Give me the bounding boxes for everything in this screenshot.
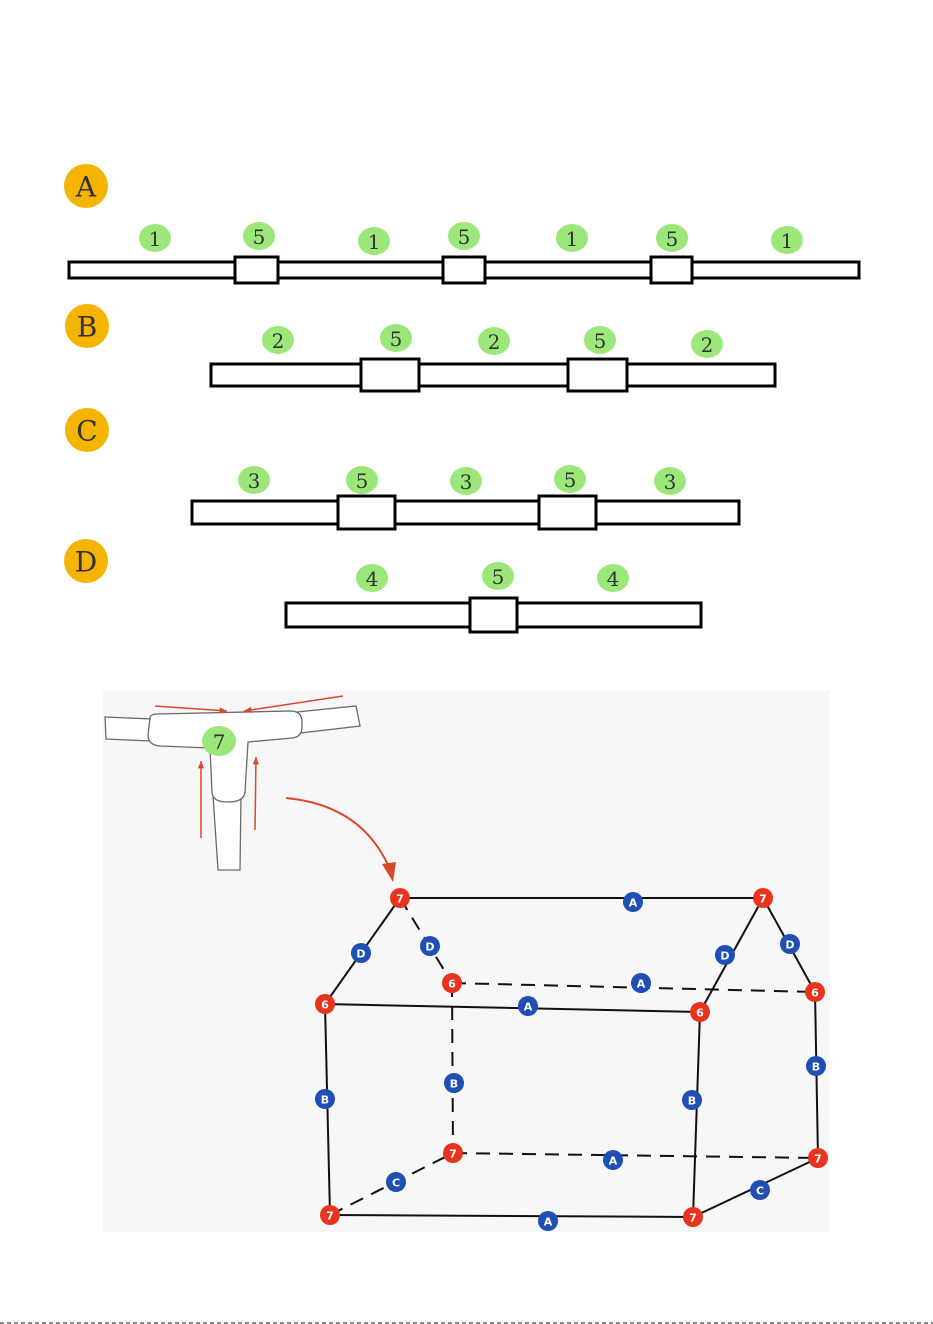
- edge-node-label: A: [544, 1216, 553, 1229]
- edge-node-label: B: [321, 1094, 329, 1107]
- section-letter: B: [77, 311, 98, 344]
- connector-node-label: 7: [689, 1212, 697, 1225]
- section-b: B 2 5 2 5 2: [65, 304, 775, 391]
- edge-node-label: A: [637, 978, 646, 991]
- part-label: 5: [458, 225, 471, 249]
- section-letter: C: [76, 415, 97, 448]
- part-label: 1: [149, 227, 162, 251]
- connector-node-label: 7: [449, 1148, 457, 1161]
- connector-5: [235, 257, 278, 283]
- connector-node-label: 6: [448, 978, 456, 991]
- connector-5: [338, 496, 395, 529]
- part-label: 3: [248, 469, 261, 493]
- edge-node-label: B: [688, 1095, 696, 1108]
- connector-5: [443, 257, 485, 283]
- part-label: 2: [272, 329, 285, 353]
- tube-left: [105, 717, 152, 741]
- part-label: 5: [666, 227, 679, 251]
- edge-node-label: C: [392, 1177, 400, 1190]
- edge-node-label: D: [425, 941, 434, 954]
- part-label: 5: [564, 468, 577, 492]
- tube-down: [213, 795, 241, 870]
- part-label: 2: [701, 333, 714, 357]
- edge-node-label: B: [450, 1078, 458, 1091]
- connector-5: [361, 359, 419, 391]
- part-label: 3: [664, 470, 677, 494]
- connector-node-label: 6: [696, 1007, 704, 1020]
- edge-node-label: B: [812, 1061, 820, 1074]
- edge-node-label: D: [785, 939, 794, 952]
- connector-node-label: 6: [811, 987, 819, 1000]
- connector-5: [651, 257, 692, 283]
- edge-node-label: A: [524, 1001, 533, 1014]
- edge-node-label: D: [720, 950, 729, 963]
- part-label: 5: [492, 565, 505, 589]
- section-a: A 1 5 1 5 1 5 1: [64, 164, 859, 283]
- connector-node-label: 6: [321, 999, 329, 1012]
- tube-body: [192, 501, 739, 524]
- connector-node-label: 7: [814, 1153, 822, 1166]
- part-label: 5: [594, 329, 607, 353]
- part-label: 1: [368, 230, 381, 254]
- part-label: 1: [566, 227, 579, 251]
- section-letter: A: [75, 171, 97, 204]
- edge-node-label: C: [756, 1185, 764, 1198]
- part-label: 3: [460, 470, 473, 494]
- part-label: 5: [356, 469, 369, 493]
- connector-node-label: 7: [759, 893, 767, 906]
- connector-5: [539, 496, 596, 529]
- edge-node-label: D: [356, 948, 365, 961]
- connector-5: [470, 598, 517, 632]
- tube-body: [211, 364, 775, 386]
- part-label: 2: [488, 330, 501, 354]
- edge-node-label: A: [609, 1155, 618, 1168]
- connector-label: 7: [213, 730, 226, 754]
- connector-node-label: 7: [326, 1210, 334, 1223]
- part-label: 1: [781, 229, 794, 253]
- part-label: 4: [607, 567, 620, 591]
- part-label: 5: [253, 225, 266, 249]
- connector-node-label: 7: [396, 893, 404, 906]
- section-letter: D: [75, 546, 97, 579]
- edge-node-label: A: [629, 897, 638, 910]
- connector-5: [568, 359, 627, 391]
- part-label: 4: [366, 567, 379, 591]
- section-d: D 4 5 4: [64, 539, 701, 632]
- section-c: C 3 5 3 5 3: [65, 408, 739, 529]
- insert-arrow: [255, 757, 256, 830]
- part-label: 5: [390, 327, 403, 351]
